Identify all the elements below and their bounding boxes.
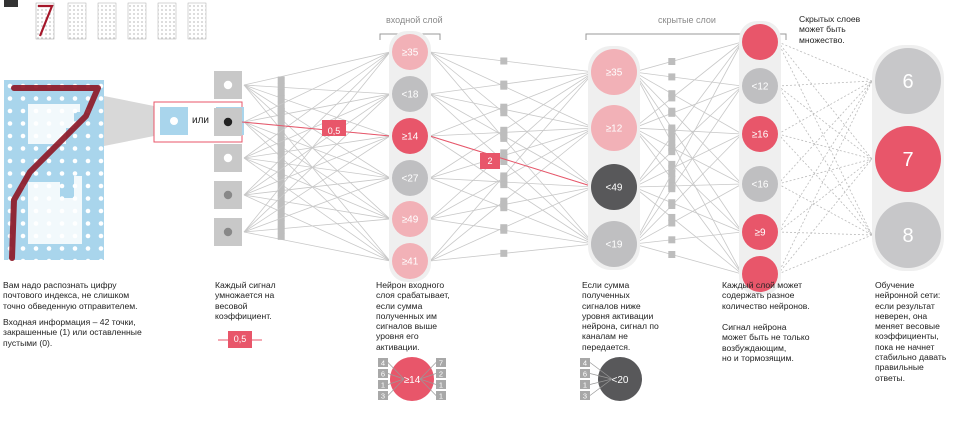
text-layer-count: Каждый слой может содержать разное колич… xyxy=(722,280,810,311)
text-fires: Нейрон входного слоя срабатывает, если с… xyxy=(376,280,450,352)
example-fire-in-3-label: 3 xyxy=(381,392,385,401)
hidden2-neuron-1 xyxy=(742,68,778,104)
hidden1-neuron-label-3: <19 xyxy=(606,240,623,251)
input-neuron-label-4: ≥49 xyxy=(402,215,419,226)
example-nofire-in-2 xyxy=(580,380,590,389)
example-fire-out-3 xyxy=(436,391,446,400)
weight-legend-value: 0,5 xyxy=(233,334,247,344)
weight-badge-1: 0,5 xyxy=(327,126,341,136)
layer-brackets xyxy=(379,33,787,40)
input-neuron-label-1: <18 xyxy=(402,90,419,101)
input-neuron-4 xyxy=(392,201,428,237)
hidden2-neuron-label-2: ≥16 xyxy=(752,130,769,141)
text-not-fire: Если сумма полученных сигналов ниже уров… xyxy=(582,280,659,352)
text-training: Обучение нейронной сети: если результат … xyxy=(875,280,947,383)
input-neuron-label-5: ≥41 xyxy=(402,257,419,268)
many-hidden-note: Скрытых слоев может быть множество. xyxy=(799,14,861,45)
hidden2-neuron-label-3: <16 xyxy=(752,180,769,191)
neuron-examples: ≥14 4 6 1 3 7 2 1 1 <20 4 6 1 3 xyxy=(378,357,642,401)
input-neuron-5 xyxy=(392,243,428,279)
example-fire-out-2-label: 1 xyxy=(439,381,443,390)
hidden1-neuron-0 xyxy=(591,49,637,95)
hidden2-neuron-2 xyxy=(742,116,778,152)
hidden2-neuron-label-4: ≥9 xyxy=(754,228,765,239)
input-neuron-label-0: ≥35 xyxy=(402,48,419,59)
input-neuron-2 xyxy=(392,118,428,154)
input-neuron-0 xyxy=(392,34,428,70)
example-nofire-in-0-label: 4 xyxy=(583,359,587,368)
example-fire-out-3-label: 1 xyxy=(439,392,443,401)
hidden1-neuron-2 xyxy=(591,164,637,210)
example-fire-out-0 xyxy=(436,358,446,367)
example-fire-neuron xyxy=(390,357,434,401)
example-fire-out-1-label: 2 xyxy=(439,370,443,379)
input-neuron-3 xyxy=(392,160,428,196)
text-input-info: Входная информация – 42 точки, закрашенн… xyxy=(3,317,142,348)
example-nofire-in-3 xyxy=(580,391,590,400)
weight-badge-2: 2 xyxy=(487,156,493,166)
example-nofire-in-3-label: 3 xyxy=(583,392,587,401)
output-neuron-label-1: 7 xyxy=(902,149,913,171)
input-squares xyxy=(214,71,242,246)
example-nofire-in-1 xyxy=(580,369,590,378)
output-neuron-2 xyxy=(875,202,941,268)
example-fire-in-2 xyxy=(378,380,388,389)
or-label: или xyxy=(192,115,210,126)
example-fire-in-0 xyxy=(378,358,388,367)
output-neuron-1 xyxy=(875,126,941,192)
example-fire-in-1 xyxy=(378,369,388,378)
example-fire-in-2-label: 1 xyxy=(381,381,385,390)
example-fire-out-2 xyxy=(436,380,446,389)
hidden2-neuron-0 xyxy=(742,24,778,60)
hidden2-neuron-label-1: <12 xyxy=(752,82,769,93)
weight-legend xyxy=(218,331,262,348)
input-neuron-1 xyxy=(392,76,428,112)
input-grid xyxy=(4,80,104,264)
input-neuron-label-3: <27 xyxy=(402,174,419,185)
example-fire-out-1 xyxy=(436,369,446,378)
example-nofire-neuron xyxy=(598,357,642,401)
hidden1-neuron-3 xyxy=(591,221,637,267)
example-fire-out-0-label: 7 xyxy=(439,359,443,368)
output-neuron-label-0: 6 xyxy=(902,71,913,93)
hidden2-neuron-4 xyxy=(742,214,778,250)
output-neuron-0 xyxy=(875,48,941,114)
example-nofire-in-0 xyxy=(580,358,590,367)
connections xyxy=(241,41,873,275)
text-excite: Сигнал нейрона может быть не только возб… xyxy=(722,322,810,363)
hidden1-neuron-1 xyxy=(591,105,637,151)
example-fire-in-0-label: 4 xyxy=(381,359,385,368)
example-nofire-in-2-label: 1 xyxy=(583,381,587,390)
hidden2-neuron-3 xyxy=(742,166,778,202)
hidden2-neuron-5 xyxy=(742,256,778,292)
example-fire-in-1-label: 6 xyxy=(381,370,385,379)
input-layer-label: входной слой xyxy=(386,15,443,25)
example-nofire-label: <20 xyxy=(612,375,629,386)
hidden-layers-label: скрытые слои xyxy=(658,15,716,25)
example-fire-label: ≥14 xyxy=(404,375,421,386)
input-neuron-label-2: ≥14 xyxy=(402,132,419,143)
hidden1-neuron-label-0: ≥35 xyxy=(606,68,623,79)
text-weight: Каждый сигнал умножается на весовой коэф… xyxy=(215,280,276,321)
hidden1-neuron-label-2: <49 xyxy=(606,183,623,194)
text-recognize: Вам надо распознать цифру почтового инде… xyxy=(3,280,138,311)
output-neuron-label-2: 8 xyxy=(902,225,913,247)
example-nofire-in-1-label: 6 xyxy=(583,370,587,379)
hidden1-neuron-label-1: ≥12 xyxy=(606,124,623,135)
example-fire-in-3 xyxy=(378,391,388,400)
zoom-connector xyxy=(104,96,154,146)
neurons: ≥35 <18 ≥14 <27 ≥49 ≥41 ≥35 ≥12 <49 <19 <12 ≥16 <16 ≥… xyxy=(389,21,944,295)
digit-samples xyxy=(4,0,207,40)
